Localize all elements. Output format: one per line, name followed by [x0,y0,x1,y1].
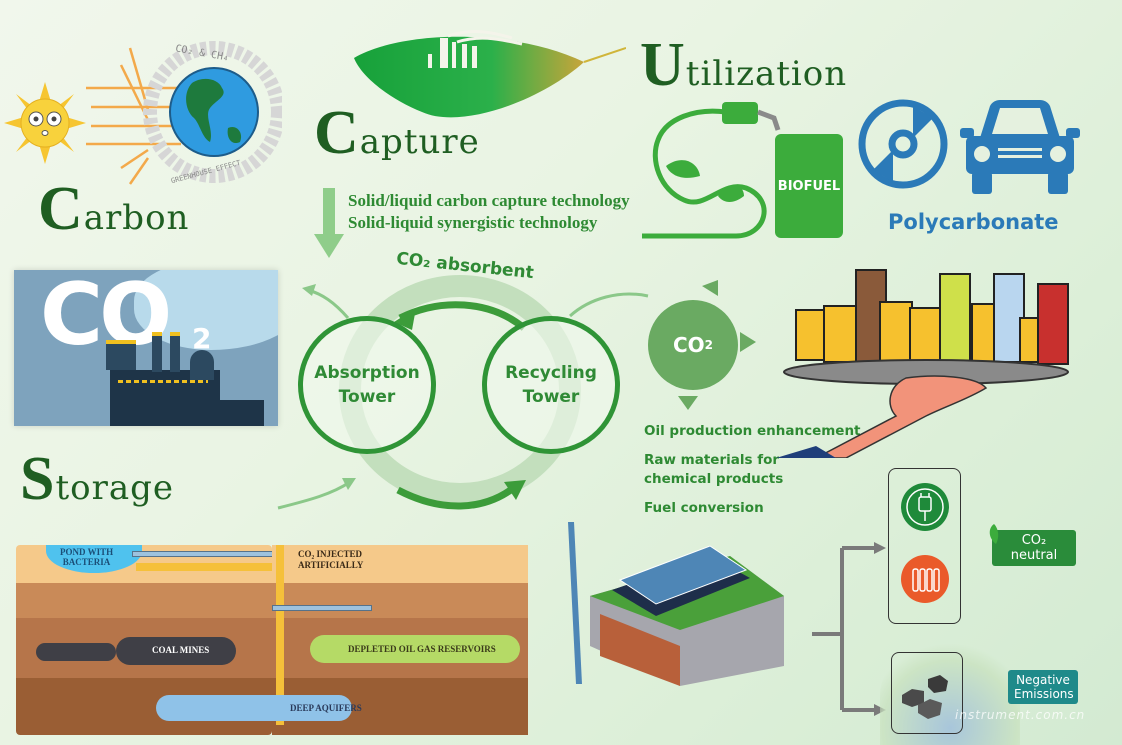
factory-co2-panel: CO 2 [14,270,278,426]
utilization-title: Utilization [640,31,848,99]
electric-plug-icon [901,483,949,531]
heater-radiator-icon [901,555,949,603]
capture-tech-item: Solid/liquid carbon capture technology [348,191,630,210]
watermark: instrument.com.cn [955,708,1086,722]
co2-hub-arrows [678,280,756,410]
deep-aquifers-label: DEEP AQUIFERS [290,703,362,713]
rocks-icon [902,675,948,719]
car-icon [960,100,1080,194]
underground-storage-diagram: POND WITH BACTERIA COAL MINES [16,545,272,735]
negative-emissions-tag: Negative Emissions [1008,670,1078,704]
faded-globe-background [880,640,1020,745]
storage-title: Storage [20,445,175,513]
biofuel-can: BIOFUEL [775,134,843,238]
injected-label: CO₂ INJECTED ARTIFICIALLY [298,549,364,570]
pond-label: POND WITH BACTERIA [60,547,114,567]
co2-uses-list: Oil production enhancement Raw materials… [644,422,861,528]
recycling-tower: Recycling Tower [482,316,620,454]
use-item: Oil production enhancement [644,423,861,439]
absorption-tower: Absorption Tower [298,316,436,454]
underground-storage-diagram-right: CO₂ INJECTED ARTIFICIALLY DEPLETED OIL G… [272,545,528,735]
factory-co2-text: CO [40,270,172,365]
capture-title: Capture [314,99,480,167]
disc-icon [858,99,948,189]
green-roof-building-illustration [568,522,784,686]
sun-icon [4,82,86,164]
coal-mines-label: COAL MINES [152,645,210,655]
beverage-tray-illustration [776,269,1069,458]
sun-rays-icon [86,47,181,185]
capture-tech-item: Solid-liquid synergistic technology [348,213,598,232]
co2-neutral-tag: CO₂ neutral [992,530,1076,566]
leaf-factory-icon [354,30,626,118]
fuel-pump-hose-icon [642,102,781,239]
depleted-reservoirs-label: DEPLETED OIL GAS RESERVOIRS [348,644,496,654]
down-arrow-icon [314,188,344,258]
use-item: Raw materials for chemical products [644,452,784,487]
capture-tech-list: Solid/liquid carbon capture technology S… [348,190,630,234]
carbon-title: Carbon [38,175,190,243]
greenhouse-globe-icon [143,41,282,183]
leaf-tag-icon [989,524,999,544]
energy-outputs-box [888,468,961,624]
factory-co2-sub: 2 [192,322,212,355]
negative-emissions-box [891,652,963,734]
polycarbonate-label: Polycarbonate [888,210,1059,234]
outcome-branch-arrows [812,542,886,716]
use-item: Fuel conversion [644,500,764,516]
